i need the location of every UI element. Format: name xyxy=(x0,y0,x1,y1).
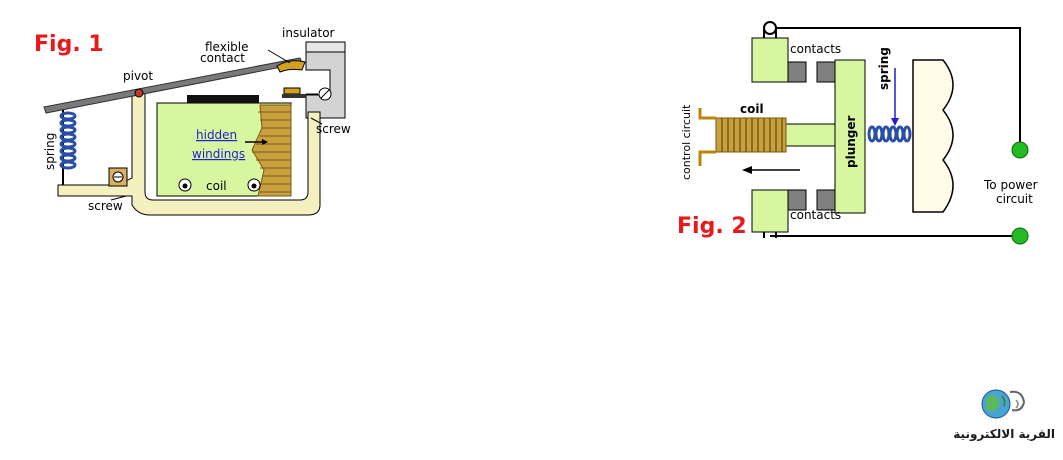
spring-coil xyxy=(59,111,77,170)
screw-bottom xyxy=(108,167,128,187)
figure-2: Fig. 2 xyxy=(677,21,1038,245)
power-terminal-bottom xyxy=(1011,227,1029,245)
label-flexible: flexible xyxy=(205,40,249,54)
insulator-block xyxy=(305,41,346,119)
insulator-top xyxy=(305,41,346,53)
control-lead-top xyxy=(698,108,716,120)
pole-piece xyxy=(187,95,259,103)
fixed-contact-base xyxy=(282,94,306,98)
label-screw-right: screw xyxy=(316,122,351,136)
label-control-circuit: control circuit xyxy=(680,104,693,180)
pivot-point xyxy=(134,88,144,98)
label-windings: windings xyxy=(192,147,245,161)
globe-logo-icon xyxy=(981,389,1026,419)
control-lead-bottom xyxy=(698,150,716,166)
coil-terminal-right xyxy=(247,178,261,192)
contact-pad-top-left xyxy=(787,61,807,83)
logo-text: القرية الالكترونية xyxy=(953,427,1055,441)
label-coil-fig2: coil xyxy=(740,102,764,116)
power-terminal-top xyxy=(1011,141,1029,159)
coil-terminal-left xyxy=(178,178,192,192)
label-pivot: pivot xyxy=(123,69,153,83)
plunger xyxy=(834,59,866,214)
label-plunger: plunger xyxy=(844,115,858,168)
plunger-spring xyxy=(867,125,912,143)
label-spring: spring xyxy=(43,133,57,170)
label-contacts-bottom: contacts xyxy=(790,208,841,222)
flexible-contact xyxy=(276,60,306,73)
figure-1: Fig. 1 xyxy=(34,26,351,216)
screw-right xyxy=(306,87,332,101)
label-screw-bottom: screw xyxy=(88,199,123,213)
label-to-power: To power xyxy=(983,178,1038,192)
relay-housing xyxy=(912,59,954,213)
fixed-contact xyxy=(283,87,301,95)
terminal-loop-top xyxy=(763,21,777,40)
contact-pad-bottom-right xyxy=(816,189,836,211)
label-contact: contact xyxy=(200,51,245,65)
contact-pad-top-right xyxy=(816,61,836,83)
fig1-title: Fig. 1 xyxy=(34,32,104,57)
contact-pad-bottom-left xyxy=(787,189,807,211)
label-insulator: insulator xyxy=(282,26,335,40)
label-spring-fig2: spring xyxy=(877,47,891,90)
coil-windings xyxy=(721,118,783,152)
label-contacts-top: contacts xyxy=(790,42,841,56)
power-wire-top xyxy=(770,27,1021,150)
label-hidden: hidden xyxy=(196,128,237,142)
contact-block-bottom xyxy=(751,189,789,233)
fig2-title: Fig. 2 xyxy=(677,214,747,239)
label-circuit: circuit xyxy=(996,192,1033,206)
label-coil: coil xyxy=(206,179,227,193)
contact-block-top xyxy=(751,37,789,83)
